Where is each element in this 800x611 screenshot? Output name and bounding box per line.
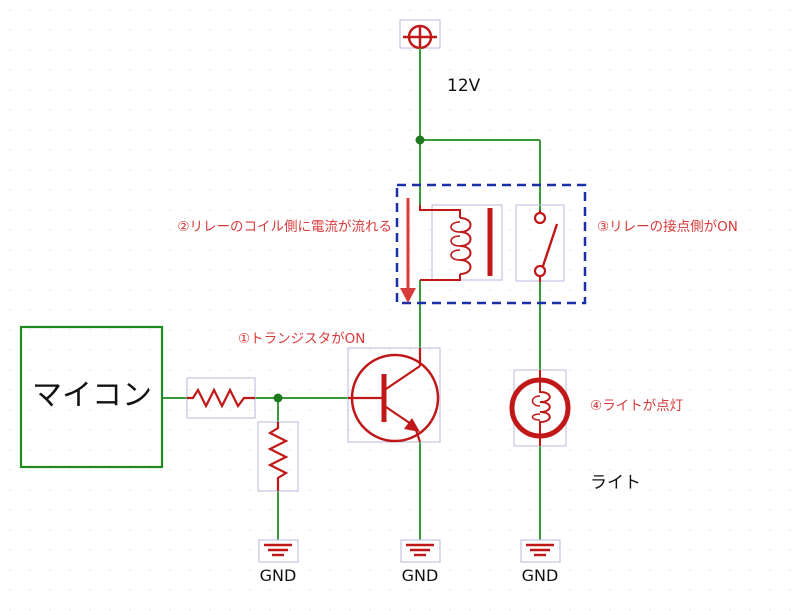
ground-label-2: GND bbox=[402, 566, 439, 585]
pulldown-resistor-icon bbox=[257, 421, 299, 492]
annotation-transistor-on: ①トランジスタがON bbox=[238, 331, 365, 347]
resistor-icon bbox=[186, 377, 256, 419]
junction-dot-supply bbox=[415, 135, 425, 145]
ground-symbol-icon bbox=[400, 539, 441, 563]
lamp-icon bbox=[509, 369, 571, 447]
ground-symbol-icon bbox=[258, 539, 299, 563]
npn-transistor-icon bbox=[347, 347, 441, 443]
light-label: ライト bbox=[590, 473, 641, 493]
relay-box bbox=[395, 183, 587, 305]
junction-dot-base bbox=[273, 393, 283, 403]
ground-label-3: GND bbox=[522, 566, 559, 585]
ground-symbol-icon bbox=[520, 539, 561, 563]
current-arrow-icon bbox=[400, 198, 416, 303]
microcontroller-label: マイコン bbox=[32, 378, 152, 413]
annotation-relay-contact: ③リレーの接点側がON bbox=[597, 218, 738, 235]
background-grid bbox=[9, 9, 791, 611]
wires bbox=[162, 48, 541, 540]
relay-switch-icon bbox=[515, 204, 565, 282]
annotation-coil-current: ②リレーのコイル側に電流が流れる bbox=[177, 219, 392, 235]
supply-voltage-label: 12V bbox=[447, 76, 481, 96]
ground-label-1: GND bbox=[260, 566, 297, 585]
annotation-light-on: ④ライトが点灯 bbox=[590, 398, 683, 414]
power-symbol-icon bbox=[399, 19, 441, 50]
microcontroller-block bbox=[19, 325, 164, 469]
relay-coil-icon bbox=[419, 204, 503, 281]
